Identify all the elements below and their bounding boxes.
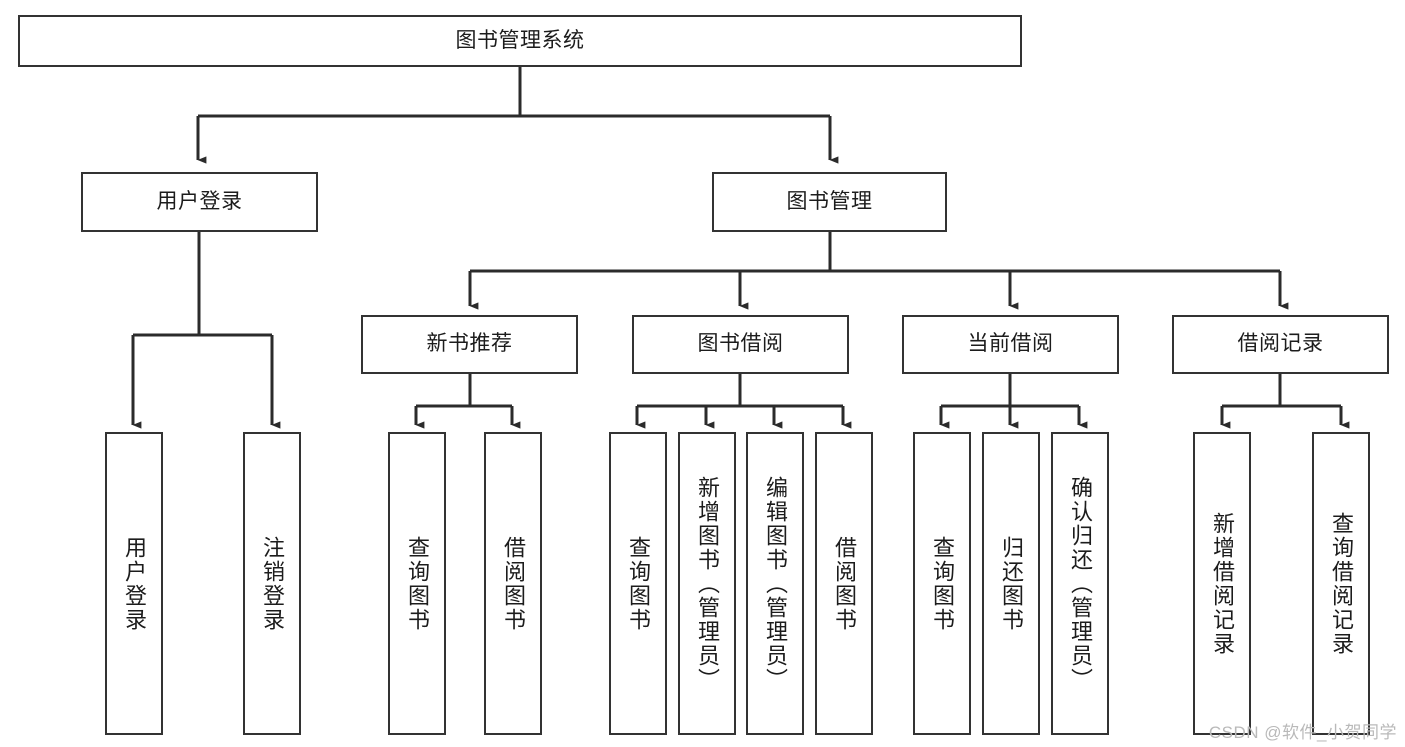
- node-new-book-recommend[interactable]: 新书推荐: [361, 315, 578, 374]
- leaf-logout[interactable]: 注销登录: [243, 432, 301, 735]
- leaf-add-borrow-record-label: 新增借阅记录: [1210, 511, 1235, 656]
- leaf-query-book-recommend[interactable]: 查询图书: [388, 432, 446, 735]
- leaf-edit-book-admin-label: 编辑图书（管理员）: [763, 475, 788, 692]
- leaf-return-book[interactable]: 归还图书: [982, 432, 1040, 735]
- leaf-borrow-book-recommend-label: 借阅图书: [501, 535, 526, 632]
- node-current-borrow[interactable]: 当前借阅: [902, 315, 1119, 374]
- node-user-login-label: 用户登录: [156, 189, 243, 213]
- leaf-user-login[interactable]: 用户登录: [105, 432, 163, 735]
- leaf-query-book-current-label: 查询图书: [930, 535, 955, 632]
- node-book-borrow-label: 图书借阅: [697, 332, 784, 356]
- node-book-management[interactable]: 图书管理: [712, 172, 947, 232]
- node-new-book-recommend-label: 新书推荐: [426, 332, 513, 356]
- leaf-query-book-recommend-label: 查询图书: [405, 535, 430, 632]
- leaf-confirm-return-admin[interactable]: 确认归还（管理员）: [1051, 432, 1109, 735]
- leaf-query-book-borrow[interactable]: 查询图书: [609, 432, 667, 735]
- leaf-add-borrow-record[interactable]: 新增借阅记录: [1193, 432, 1251, 735]
- node-root-label: 图书管理系统: [455, 28, 585, 52]
- node-book-management-label: 图书管理: [786, 189, 873, 213]
- leaf-borrow-book-label: 借阅图书: [832, 535, 857, 632]
- leaf-add-book-admin-label: 新增图书（管理员）: [695, 475, 720, 692]
- node-root-library-system[interactable]: 图书管理系统: [18, 15, 1022, 67]
- node-current-borrow-label: 当前借阅: [967, 332, 1054, 356]
- leaf-confirm-return-admin-label: 确认归还（管理员）: [1068, 475, 1093, 692]
- node-user-login[interactable]: 用户登录: [81, 172, 318, 232]
- node-book-borrow[interactable]: 图书借阅: [632, 315, 849, 374]
- leaf-logout-label: 注销登录: [260, 535, 285, 632]
- leaf-edit-book-admin[interactable]: 编辑图书（管理员）: [746, 432, 804, 735]
- leaf-add-book-admin[interactable]: 新增图书（管理员）: [678, 432, 736, 735]
- node-borrow-record-label: 借阅记录: [1237, 332, 1324, 356]
- leaf-user-login-label: 用户登录: [122, 535, 147, 632]
- leaf-return-book-label: 归还图书: [999, 535, 1024, 632]
- leaf-borrow-book[interactable]: 借阅图书: [815, 432, 873, 735]
- node-borrow-record[interactable]: 借阅记录: [1172, 315, 1389, 374]
- leaf-query-book-borrow-label: 查询图书: [626, 535, 651, 632]
- csdn-watermark: CSDN @软件_小贺同学: [1208, 723, 1397, 742]
- leaf-query-book-current[interactable]: 查询图书: [913, 432, 971, 735]
- leaf-borrow-book-recommend[interactable]: 借阅图书: [484, 432, 542, 735]
- leaf-query-borrow-record-label: 查询借阅记录: [1329, 511, 1354, 656]
- leaf-query-borrow-record[interactable]: 查询借阅记录: [1312, 432, 1370, 735]
